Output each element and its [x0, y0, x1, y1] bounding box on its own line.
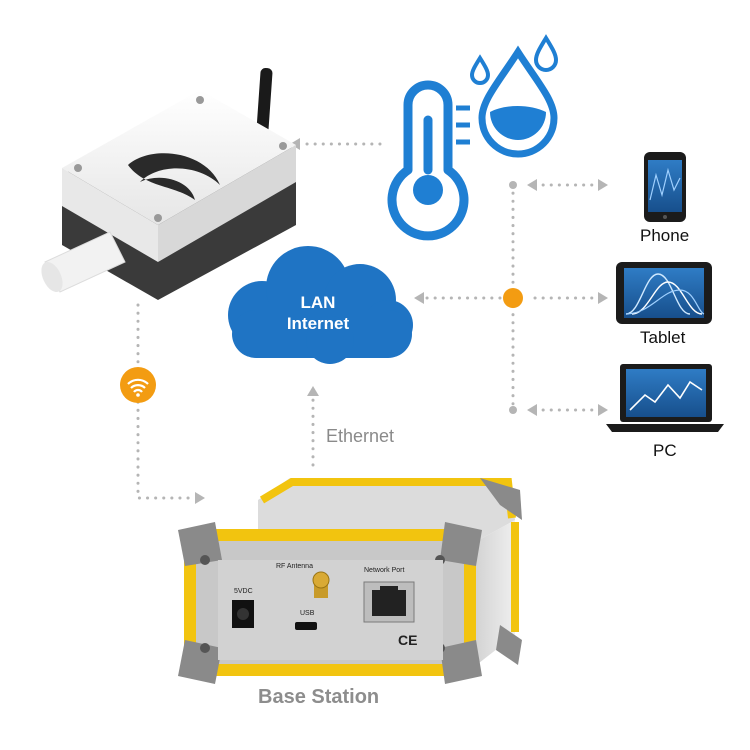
cloud-label-internet: Internet: [286, 314, 350, 333]
ce-mark: CE: [398, 632, 418, 648]
arrow-to-sensor: [290, 138, 300, 150]
line-sensor-base: [136, 303, 197, 500]
laptop-icon: [606, 364, 724, 432]
arrow-to-cloud: [414, 292, 424, 304]
network-port-label: Network Port: [364, 567, 405, 574]
thermometer-icon: [387, 80, 470, 241]
base-station-label: Base Station: [258, 686, 380, 708]
usb-label: USB: [300, 610, 315, 617]
phone-label: Phone: [640, 226, 690, 245]
cloud-icon: [228, 246, 413, 364]
junction-dot-hub: [503, 288, 523, 308]
base-station-icon: [178, 478, 522, 684]
power-label: 5VDC: [234, 588, 253, 595]
phone-icon: [644, 152, 686, 222]
arrow-phone-left: [527, 179, 537, 191]
junction-dot-pc: [509, 406, 517, 414]
junction-dot-phone: [509, 181, 517, 189]
arrow-tablet-right: [598, 292, 608, 304]
arrow-phone-right: [598, 179, 608, 191]
pc-label: PC: [653, 441, 677, 460]
arrow-to-base: [195, 492, 205, 504]
water-drops-icon: [469, 34, 559, 158]
arrow-pc-left: [527, 404, 537, 416]
arrowheads: [195, 138, 608, 504]
ethernet-label: Ethernet: [326, 426, 395, 446]
sensor-device-icon: [41, 68, 296, 300]
arrow-pc-right: [598, 404, 608, 416]
tablet-icon: [616, 262, 712, 324]
cloud-label-lan: LAN: [300, 293, 336, 312]
tablet-label: Tablet: [640, 328, 686, 347]
wifi-icon: [120, 367, 156, 403]
rf-antenna-label: RF Antenna: [276, 563, 313, 570]
arrow-up-cloud: [307, 386, 319, 396]
